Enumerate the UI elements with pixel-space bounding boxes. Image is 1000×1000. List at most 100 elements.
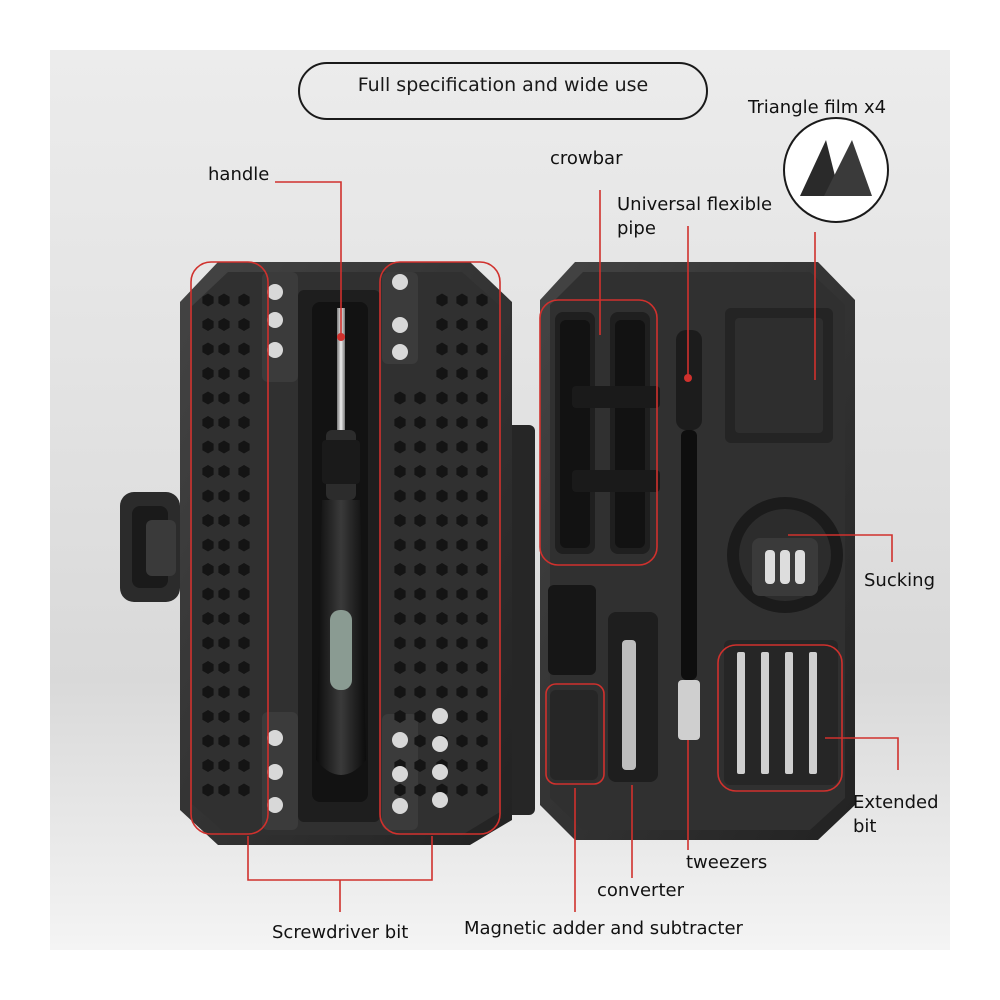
metal-bit	[392, 317, 408, 333]
bit-socket	[202, 367, 214, 380]
bit-socket	[436, 587, 448, 601]
bit-socket	[456, 367, 468, 380]
headline-banner: Full specification and wide use	[298, 62, 708, 120]
bit-socket	[394, 587, 406, 601]
bit-socket	[238, 465, 250, 478]
bit-socket	[456, 465, 468, 478]
bit-socket	[476, 759, 488, 772]
bit-socket	[456, 587, 468, 601]
label-flexible-pipe-line1: Universal flexible	[617, 194, 773, 215]
bit-socket	[238, 734, 250, 748]
bit-socket	[218, 661, 230, 674]
extended-bit	[737, 652, 745, 774]
bit-socket	[456, 759, 468, 772]
bit-socket	[394, 465, 406, 478]
case-hinge	[505, 425, 535, 815]
bit-socket	[436, 563, 448, 576]
bit-socket	[218, 538, 230, 552]
bit-socket	[202, 734, 214, 748]
bit-socket	[414, 734, 426, 748]
bit-socket	[238, 440, 250, 454]
bit-socket	[414, 563, 426, 576]
bit-socket	[202, 440, 214, 454]
bit-socket	[456, 563, 468, 576]
bit-socket	[456, 514, 468, 527]
label-extended-bit-line2: bit	[853, 816, 877, 837]
label-magnetic: Magnetic adder and subtracter	[464, 918, 743, 939]
bit-socket	[476, 538, 488, 552]
bit-socket	[414, 783, 426, 797]
bit-socket	[394, 416, 406, 429]
bit-socket	[202, 514, 214, 527]
bit-socket	[456, 293, 468, 307]
triangle-film-icon	[783, 117, 889, 223]
bit-socket	[394, 661, 406, 674]
bit-socket	[414, 661, 426, 674]
label-extended-bit-line1: Extended	[853, 792, 939, 813]
bit-socket	[218, 563, 230, 576]
bit-socket	[456, 710, 468, 723]
metal-bit	[392, 344, 408, 360]
bit-socket	[218, 710, 230, 723]
bit-socket	[476, 391, 488, 405]
bit-socket	[218, 293, 230, 307]
bit-socket	[476, 685, 488, 699]
bit-socket	[238, 587, 250, 601]
bit-socket	[238, 783, 250, 797]
bit-socket	[414, 465, 426, 478]
bit-socket	[476, 342, 488, 356]
bit-socket	[414, 391, 426, 405]
label-triangle-film: Triangle film x4	[748, 97, 887, 118]
bit-socket	[436, 391, 448, 405]
bit-socket	[202, 563, 214, 576]
label-sucking: Sucking	[864, 570, 935, 591]
bit-socket	[238, 489, 250, 503]
bit-socket	[414, 440, 426, 454]
bit-socket	[414, 587, 426, 601]
bit-socket	[202, 783, 214, 797]
bit-socket	[218, 636, 230, 650]
bit-socket	[414, 514, 426, 527]
bit-socket	[394, 612, 406, 625]
bit-socket	[476, 440, 488, 454]
bit-socket	[218, 318, 230, 331]
bit-socket	[218, 587, 230, 601]
metal-bit	[267, 797, 283, 813]
bit-socket	[456, 783, 468, 797]
bit-socket	[202, 661, 214, 674]
metal-bit	[267, 764, 283, 780]
bit-socket	[238, 661, 250, 674]
metal-bit	[267, 730, 283, 746]
bit-sockets	[202, 274, 488, 814]
bit-socket	[218, 416, 230, 429]
bit-socket	[414, 416, 426, 429]
bit-socket	[202, 465, 214, 478]
bit-socket	[456, 440, 468, 454]
bit-socket	[476, 489, 488, 503]
bit-socket	[238, 391, 250, 405]
callout-lines	[190, 181, 899, 912]
metal-bit	[392, 732, 408, 748]
bit-socket	[218, 342, 230, 356]
bit-socket	[218, 465, 230, 478]
bit-socket	[238, 342, 250, 356]
bit-socket	[394, 538, 406, 552]
bit-socket	[436, 538, 448, 552]
bit-socket	[394, 685, 406, 699]
bit-socket	[476, 465, 488, 478]
bit-socket	[202, 612, 214, 625]
metal-bit	[392, 798, 408, 814]
bit-socket	[218, 612, 230, 625]
bit-socket	[456, 391, 468, 405]
bit-socket	[476, 661, 488, 674]
bit-socket	[394, 783, 406, 797]
bit-socket	[218, 685, 230, 699]
bit-socket	[218, 734, 230, 748]
bit-socket	[238, 514, 250, 527]
bit-socket	[436, 514, 448, 527]
bit-socket	[202, 636, 214, 650]
bit-socket	[436, 612, 448, 625]
label-flexible-pipe-line2: pipe	[617, 218, 656, 239]
bit-socket	[218, 489, 230, 503]
